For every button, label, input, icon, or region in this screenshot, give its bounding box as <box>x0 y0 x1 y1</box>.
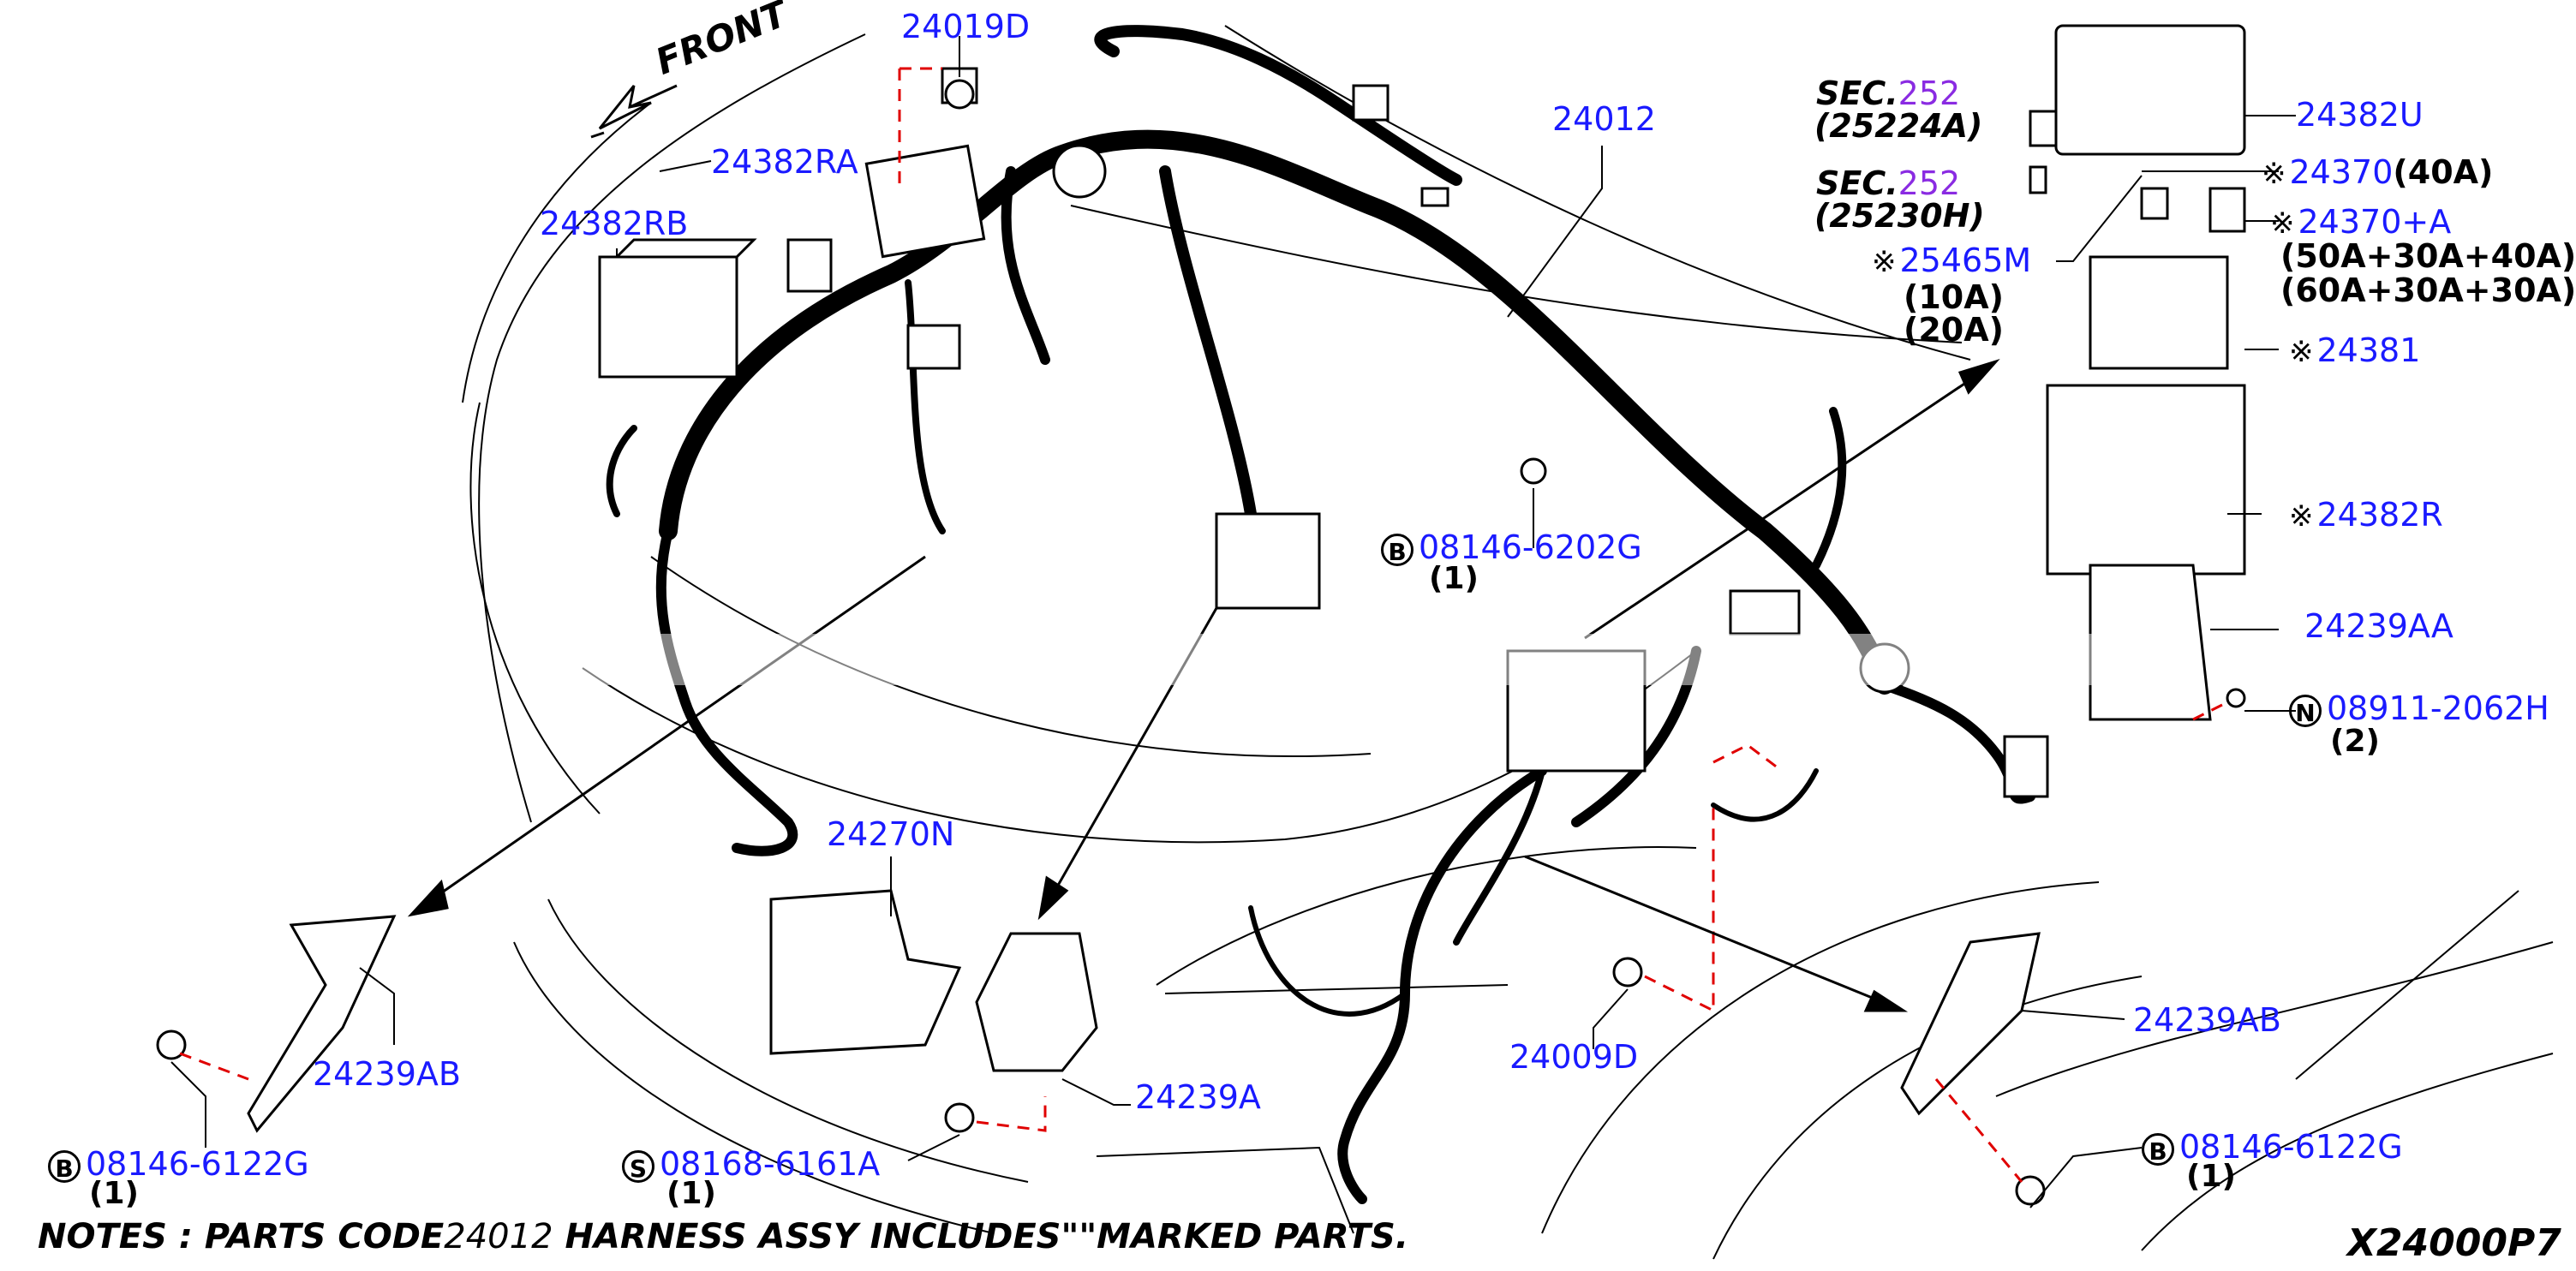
qty-08146-6202g: (1) <box>1429 561 1479 596</box>
section-ref-2: SEC.252 <box>1816 164 1961 202</box>
section-ref-2-code: (25230H) <box>1814 197 1985 235</box>
fuse-box-cover-24382u <box>2054 24 2246 156</box>
leader-lines <box>170 36 2296 1208</box>
qty-08146-6122g-left: (1) <box>89 1176 139 1211</box>
relay-bracket-24382r <box>2046 384 2246 576</box>
part-24239a: 24239A <box>1135 1078 1261 1116</box>
rating-25465m-2: (20A) <box>1904 311 2005 349</box>
part-24270n: 24270N <box>827 815 955 853</box>
rating-24370a-1: (50A+30A+40A) <box>2280 237 2576 275</box>
cover-24270n <box>769 889 962 1055</box>
components <box>247 24 2246 1133</box>
rating-24370a-2: (60A+30A+30A) <box>2280 272 2576 309</box>
qty-08911: (2) <box>2330 724 2380 759</box>
arrows <box>407 358 2000 1012</box>
part-25465m: ※25465M <box>1872 242 2032 279</box>
part-24382ra: 24382RA <box>711 143 858 181</box>
qty-08146-6122g-right: (1) <box>2186 1159 2236 1194</box>
section-ref-1: SEC.252 <box>1816 75 1961 112</box>
front-arrow-icon <box>590 84 678 139</box>
figure-id: X24000P7 <box>2347 1221 2561 1265</box>
section-ref-1-code: (25224A) <box>1814 107 1983 145</box>
bolts <box>156 79 2246 1206</box>
fusible-link-holder-24381 <box>2089 255 2229 370</box>
part-24239ab-left: 24239AB <box>313 1055 461 1093</box>
notes: NOTES : PARTS CODE24012 HARNESS ASSY INC… <box>38 1217 1409 1256</box>
part-24370: ※24370(40A) <box>2262 153 2494 191</box>
rating-25465m-1: (10A) <box>1904 278 2005 316</box>
part-24381: ※24381 <box>2289 331 2421 369</box>
part-24012: 24012 <box>1552 100 1656 138</box>
part-24370a: ※24370+A <box>2270 203 2452 241</box>
alignment-dashes <box>179 67 2228 1183</box>
bracket-24239ab-right <box>1900 932 2041 1116</box>
bracket-24239a <box>975 932 1098 1072</box>
relay-box-connector <box>1215 512 1321 610</box>
watermark <box>548 634 2176 685</box>
bracket-24239ab-left <box>247 915 397 1133</box>
qty-08168: (1) <box>666 1176 716 1211</box>
part-24019d: 24019D <box>901 8 1031 45</box>
part-24382rb: 24382RB <box>540 205 689 242</box>
part-24239ab-right: 24239AB <box>2133 1001 2281 1039</box>
part-24239aa: 24239AA <box>2304 607 2453 645</box>
part-24009d: 24009D <box>1509 1038 1639 1076</box>
part-24382u: 24382U <box>2296 96 2424 134</box>
fuse-block-24382rb <box>598 255 738 379</box>
part-24382r: ※24382R <box>2289 496 2443 534</box>
